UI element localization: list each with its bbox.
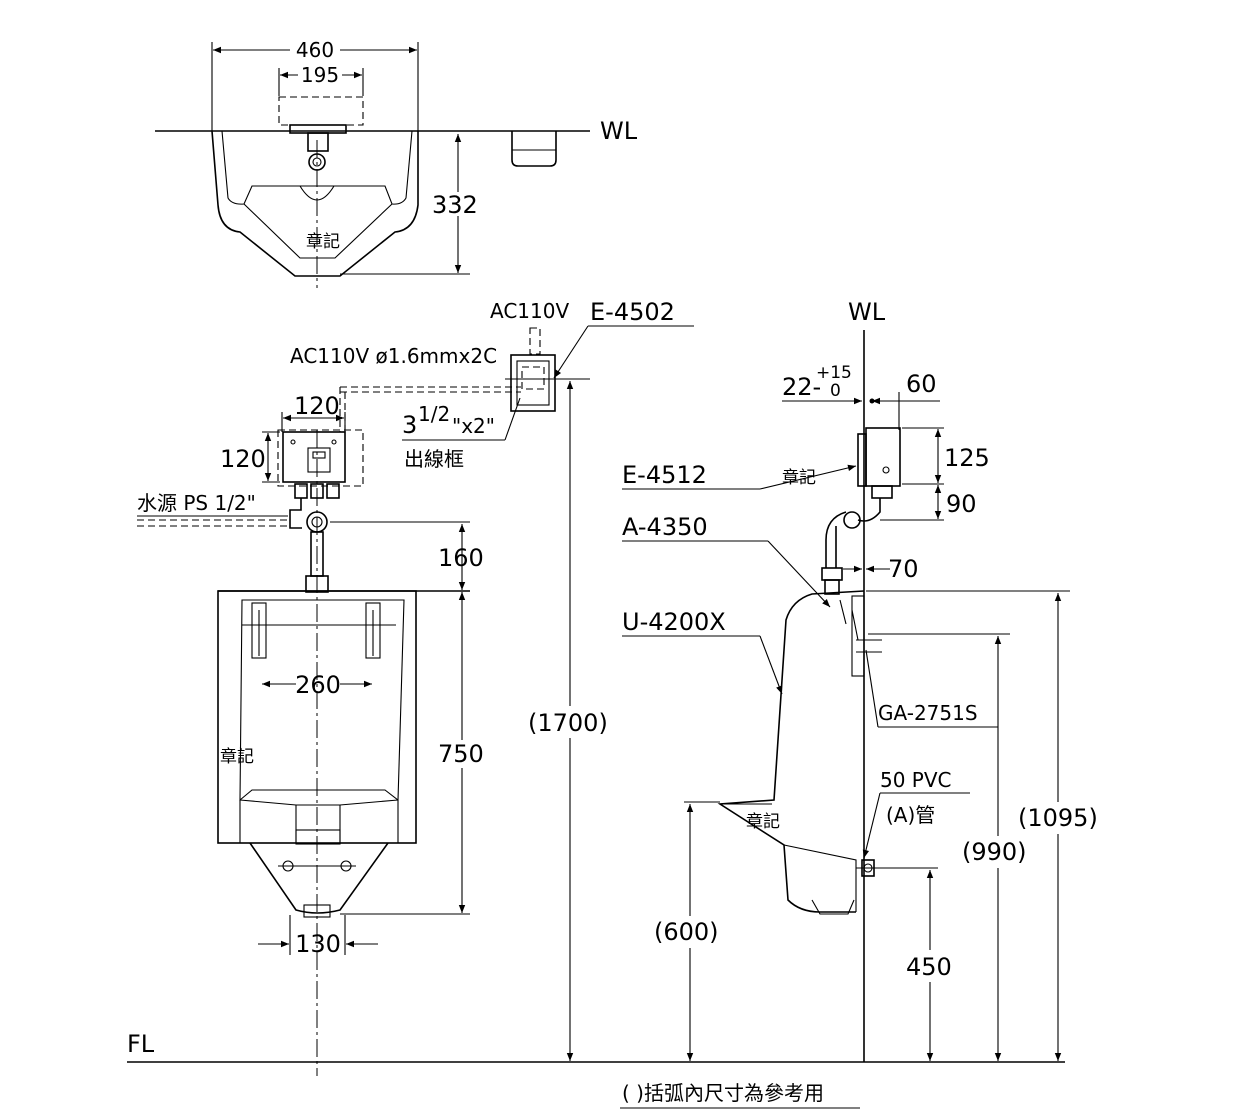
ga2751s-label: GA-2751S — [878, 701, 978, 725]
ac110v-label: AC110V — [490, 299, 569, 323]
front-view: FL AC110V E-4502 AC110V ø1.6mmx2C 3 1/2 … — [127, 298, 1065, 1076]
top-view: WL 460 195 章記 332 — [155, 38, 638, 288]
dim-1095: (1095) — [1018, 804, 1098, 832]
dim-195: 195 — [301, 63, 339, 87]
water-source-label: 水源 PS 1/2" — [137, 491, 256, 515]
e4502-label: E-4502 — [590, 298, 675, 326]
cable-label: AC110V ø1.6mmx2C — [290, 344, 497, 368]
u4200x-label: U-4200X — [622, 608, 726, 636]
tolerance-plus: +15 — [816, 363, 852, 383]
dim-120-height: 120 — [220, 445, 266, 473]
dim-130: 130 — [295, 930, 341, 958]
reference-note: ( )括弧內尺寸為參考用 — [622, 1081, 824, 1105]
pipe-a-label: (A)管 — [886, 803, 935, 827]
dim-450: 450 — [906, 953, 952, 981]
dim-160: 160 — [438, 544, 484, 572]
dim-120-width: 120 — [294, 392, 340, 420]
box-size-frac: 1/2 — [418, 402, 450, 426]
dim-60: 60 — [906, 370, 937, 398]
wl-label-top: WL — [600, 117, 638, 145]
dim-125: 125 — [944, 444, 990, 472]
dim-600: (600) — [654, 918, 719, 946]
box-size-rest: "x2" — [452, 414, 495, 438]
fl-label: FL — [127, 1030, 155, 1058]
box-size-main: 3 — [402, 411, 417, 439]
tolerance-minus: 0 — [830, 381, 841, 401]
a4350-label: A-4350 — [622, 513, 708, 541]
dim-70: 70 — [888, 555, 919, 583]
logo-front-view: 章記 — [220, 747, 254, 767]
tolerance-base: 22- — [782, 373, 821, 401]
e4512-label: E-4512 — [622, 461, 707, 489]
pvc-label: 50 PVC — [880, 768, 952, 792]
logo-sensor: 章記 — [782, 468, 816, 488]
dim-990: (990) — [962, 838, 1027, 866]
dim-332: 332 — [432, 191, 478, 219]
dim-90: 90 — [946, 490, 977, 518]
logo-side-view: 章記 — [746, 812, 780, 832]
logo-top-view: 章記 — [306, 232, 340, 252]
dim-260: 260 — [295, 671, 341, 699]
wl-label-side: WL — [848, 298, 886, 326]
dim-460: 460 — [296, 38, 334, 62]
dim-750: 750 — [438, 740, 484, 768]
dim-1700: (1700) — [528, 709, 608, 737]
side-view: WL 22- +15 0 60 125 90 E-4512 章記 — [622, 298, 1098, 1062]
box-name-label: 出線框 — [404, 447, 464, 471]
